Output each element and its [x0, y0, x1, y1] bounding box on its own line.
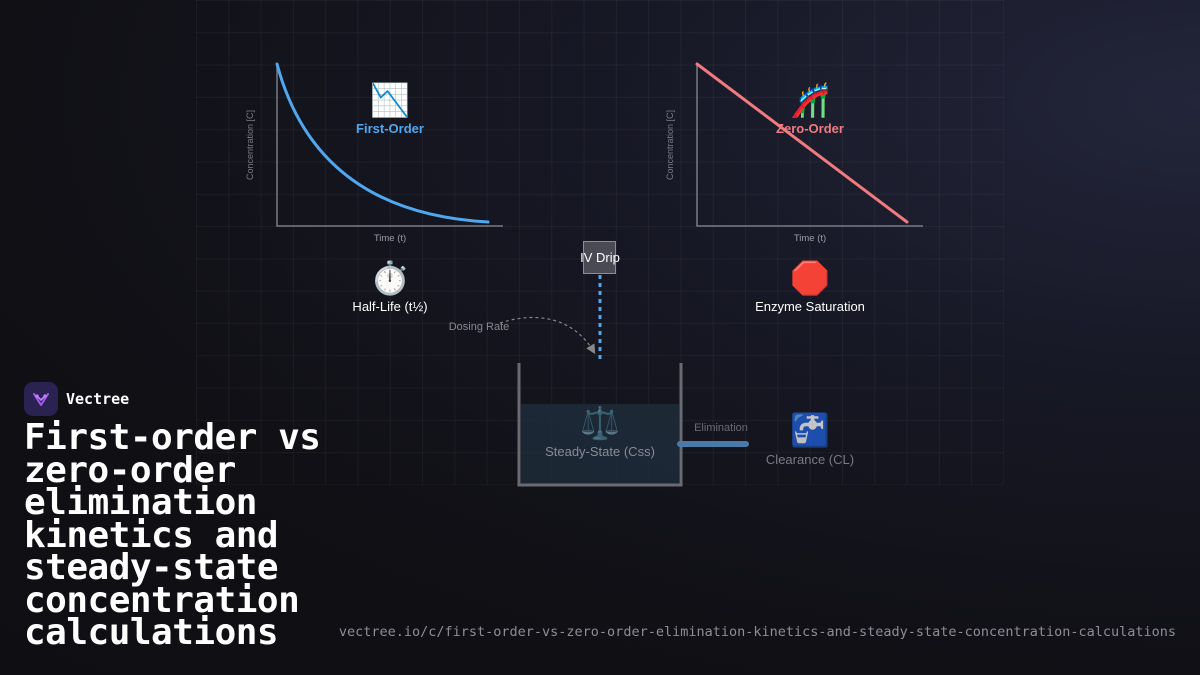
first-order-title: First-Order: [356, 121, 424, 136]
roller-coaster-icon: 🎢: [790, 81, 830, 119]
brand-name: Vectree: [66, 390, 130, 408]
first-order-axes: [276, 64, 503, 227]
page-url[interactable]: vectree.io/c/first-order-vs-zero-order-e…: [338, 624, 1176, 640]
steady-state-label: Steady-State (Css): [545, 444, 655, 459]
enzyme-saturation-label: Enzyme Saturation: [755, 299, 865, 314]
first-order-x-label: Time (t): [373, 233, 407, 244]
iv-drip-label: IV Drip: [580, 250, 620, 265]
zero-order-y-label: Concentration [C]: [665, 109, 675, 181]
first-order-curve: [275, 62, 490, 224]
chart-decreasing-icon: 📉: [370, 81, 410, 119]
beaker-fluid: [521, 404, 679, 484]
elimination-label: Elimination: [694, 422, 748, 434]
first-order-chart: [275, 62, 503, 227]
faucet-icon: 🚰: [790, 411, 830, 449]
iv-drip-box: [583, 241, 616, 274]
page-title: First-order vs zero-order elimination ki…: [24, 417, 321, 653]
half-life-label: Half-Life (t½): [352, 299, 428, 314]
beaker-walls: [517, 363, 683, 487]
steady-state-beaker: [517, 363, 683, 487]
balance-scale-icon: ⚖️: [580, 404, 620, 442]
first-order-y-label: Concentration [C]: [245, 109, 255, 181]
clearance-label: Clearance (CL): [765, 452, 855, 467]
dosing-rate-label: Dosing Rate: [448, 321, 510, 333]
zero-order-axes: [696, 64, 923, 227]
zero-order-chart: [695, 62, 923, 227]
stopwatch-icon: ⏱️: [370, 259, 410, 297]
dosing-rate-arrow: [499, 316, 596, 355]
zero-order-line: [695, 62, 909, 224]
stop-sign-icon: 🛑: [790, 259, 830, 297]
brand: Vectree: [24, 382, 129, 416]
zero-order-title: Zero-Order: [776, 121, 844, 136]
zero-order-x-label: Time (t): [793, 233, 827, 244]
vectree-logo-icon: [24, 382, 58, 416]
